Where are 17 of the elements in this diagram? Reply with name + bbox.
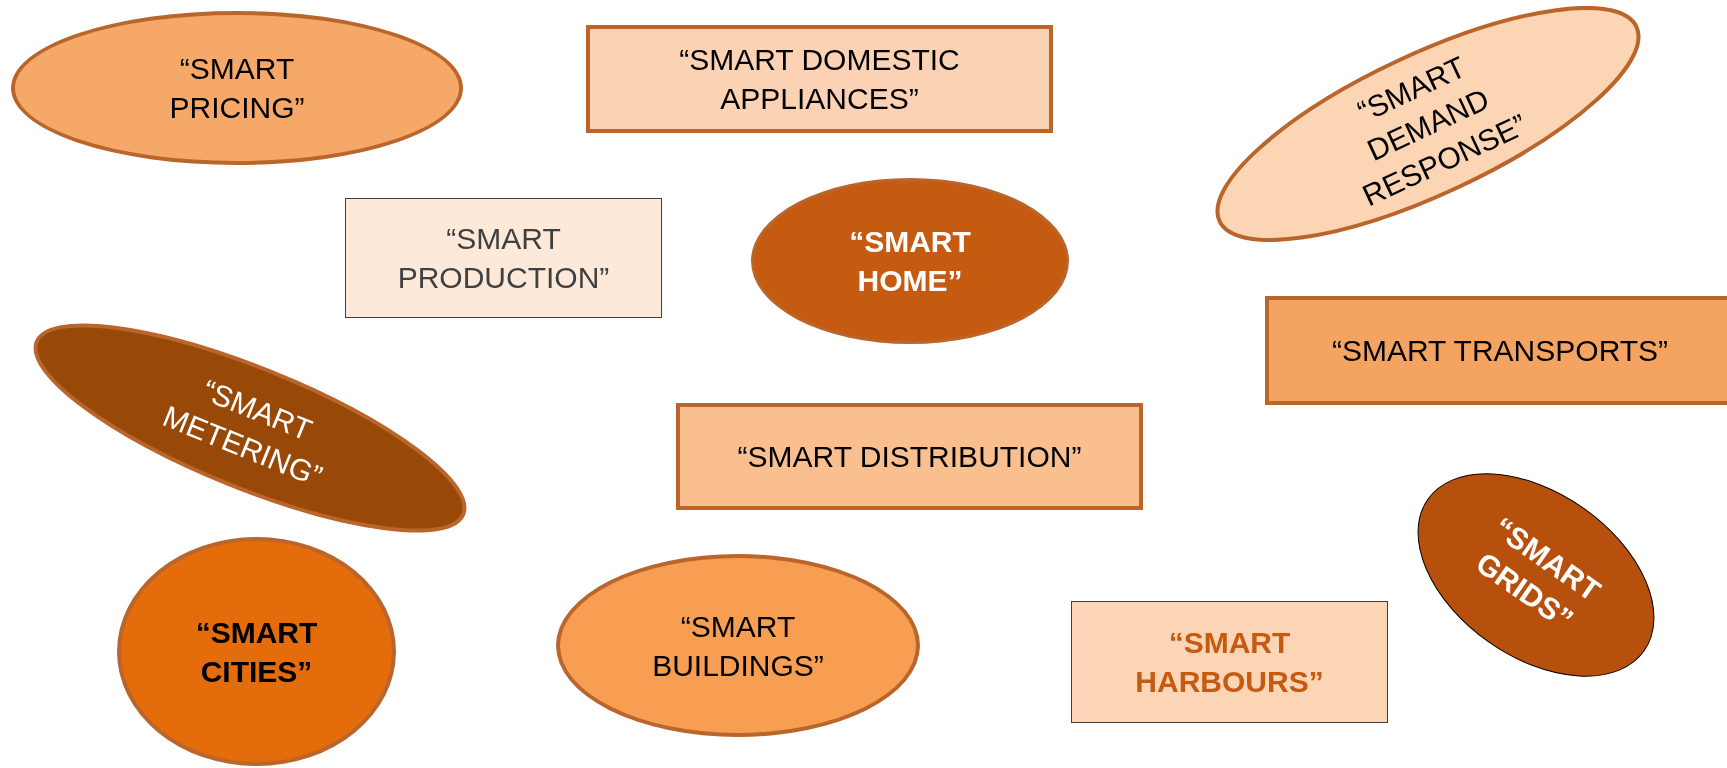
concept-box [1071,601,1388,723]
concept-ellipse [33,323,467,533]
concept-label: “SMART HOME” [848,224,972,299]
concept-label: “SMART PRICING” [168,51,306,126]
concept-ellipse [1215,6,1641,242]
concept-label: “SMART TRANSPORTS” [1331,333,1669,369]
concept-label: “SMART DISTRIBUTION” [737,439,1082,475]
concept-label: “SMART PRODUCTION” [396,221,611,296]
concept-label: “SMART HARBOURS” [1134,625,1325,700]
concept-box [1265,296,1727,405]
concept-label: “SMART DOMESTIC APPLIANCES” [678,42,961,117]
concept-label: “SMART CITIES” [194,614,319,690]
concept-box [676,403,1143,510]
concept-ellipse [1417,473,1655,677]
concept-box [345,198,662,318]
concept-label: “SMART BUILDINGS” [651,608,825,684]
concept-box [586,25,1053,133]
